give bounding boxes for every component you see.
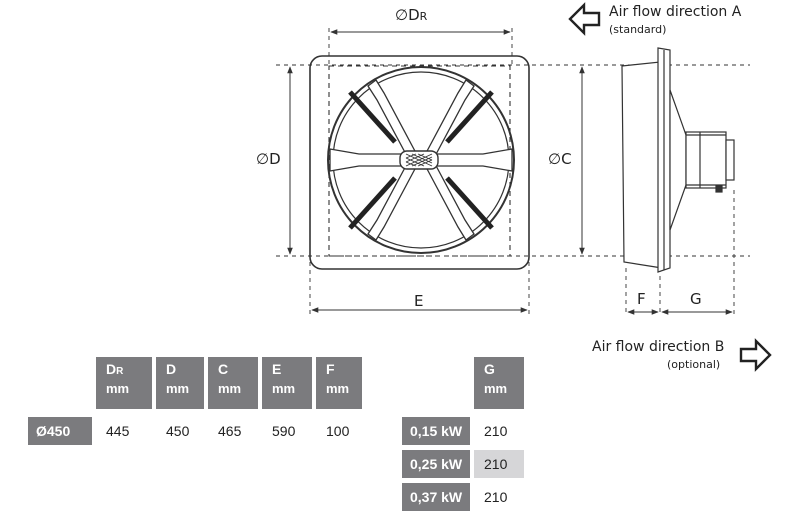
table-header-e: E mm bbox=[262, 357, 312, 409]
airflow-a-subtitle: (standard) bbox=[609, 23, 667, 36]
diameter-d-label: ∅D bbox=[256, 150, 281, 168]
dimension-g-label: G bbox=[690, 290, 702, 308]
airflow-b-subtitle: (optional) bbox=[667, 358, 721, 371]
front-view bbox=[309, 55, 530, 270]
table-cell-d: 450 bbox=[166, 423, 190, 439]
dimension-e-label: E bbox=[414, 292, 424, 310]
table-cell-f: 100 bbox=[326, 423, 350, 439]
arrow-right-icon bbox=[739, 338, 772, 372]
extension-lines bbox=[276, 28, 750, 316]
g-row-power-2: 0,25 kW bbox=[402, 450, 470, 478]
arrow-left-icon bbox=[568, 2, 601, 36]
table-cell-dr: 445 bbox=[106, 423, 130, 439]
g-row-power-1: 0,15 kW bbox=[402, 417, 470, 445]
g-row-power-3: 0,37 kW bbox=[402, 483, 470, 511]
table-header-d: D mm bbox=[156, 357, 204, 409]
airflow-b-title: Air flow direction B bbox=[592, 339, 725, 355]
fan-dimension-drawing bbox=[276, 28, 750, 316]
g-row-value-1: 210 bbox=[484, 423, 508, 439]
side-view bbox=[621, 47, 735, 273]
diameter-c-label: ∅C bbox=[548, 150, 572, 168]
g-row-value-2: 210 bbox=[474, 450, 524, 478]
table-header-g: G mm bbox=[474, 357, 524, 409]
table-header-f: F mm bbox=[316, 357, 362, 409]
g-row-value-3: 210 bbox=[484, 489, 508, 505]
table-header-c: C mm bbox=[208, 357, 258, 409]
diameter-dr-label: ∅DR bbox=[395, 6, 428, 24]
airflow-a-title: Air flow direction A bbox=[609, 4, 742, 20]
dimension-arrows bbox=[287, 29, 733, 315]
dimension-f-label: F bbox=[637, 290, 646, 308]
table-row-label: Ø450 bbox=[28, 417, 92, 445]
table-cell-e: 590 bbox=[272, 423, 296, 439]
table-header-dr: DR mm bbox=[96, 357, 152, 409]
table-cell-c: 465 bbox=[218, 423, 242, 439]
